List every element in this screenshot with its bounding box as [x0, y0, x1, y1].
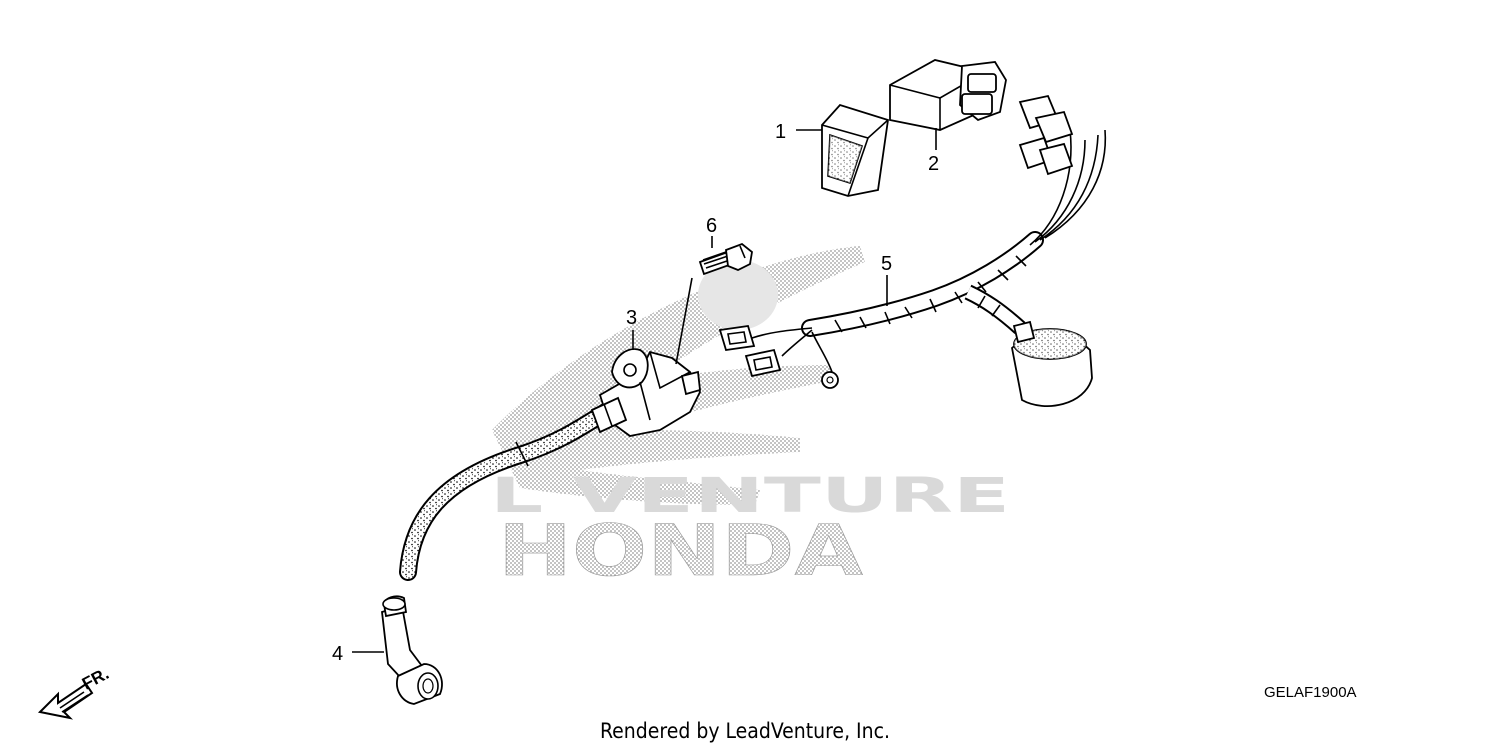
front-arrow-icon	[37, 682, 94, 720]
diagram-code: GELAF1900A	[1264, 684, 1357, 701]
leader-lines	[352, 128, 937, 653]
front-indicator: FR.	[37, 664, 112, 720]
watermark-emblem	[698, 260, 778, 330]
part-1-relay[interactable]	[821, 103, 889, 197]
callout-1[interactable]: 1	[775, 121, 786, 143]
part-5-wire-harness[interactable]	[718, 94, 1107, 407]
part-2-control-unit[interactable]	[889, 59, 1007, 131]
watermark-dealer-text: L VENTURE	[490, 468, 1010, 524]
callouts: 1 2 3 4 5 6	[332, 121, 939, 665]
callout-3[interactable]: 3	[626, 307, 637, 329]
watermark: L VENTURE HONDA	[490, 246, 1010, 592]
footer-credit: Rendered by LeadVenture, Inc.	[600, 719, 890, 743]
watermark-brand: HONDA	[498, 510, 863, 592]
part-6-bolt[interactable]	[698, 242, 753, 276]
callout-5[interactable]: 5	[881, 253, 892, 275]
callout-2[interactable]: 2	[928, 153, 939, 175]
part-3-ignition-coil[interactable]	[399, 348, 702, 581]
part-4-spark-plug-cap[interactable]	[381, 595, 443, 705]
callout-4[interactable]: 4	[332, 643, 343, 665]
callout-6[interactable]: 6	[706, 215, 717, 237]
honda-wing-watermark	[492, 246, 865, 505]
